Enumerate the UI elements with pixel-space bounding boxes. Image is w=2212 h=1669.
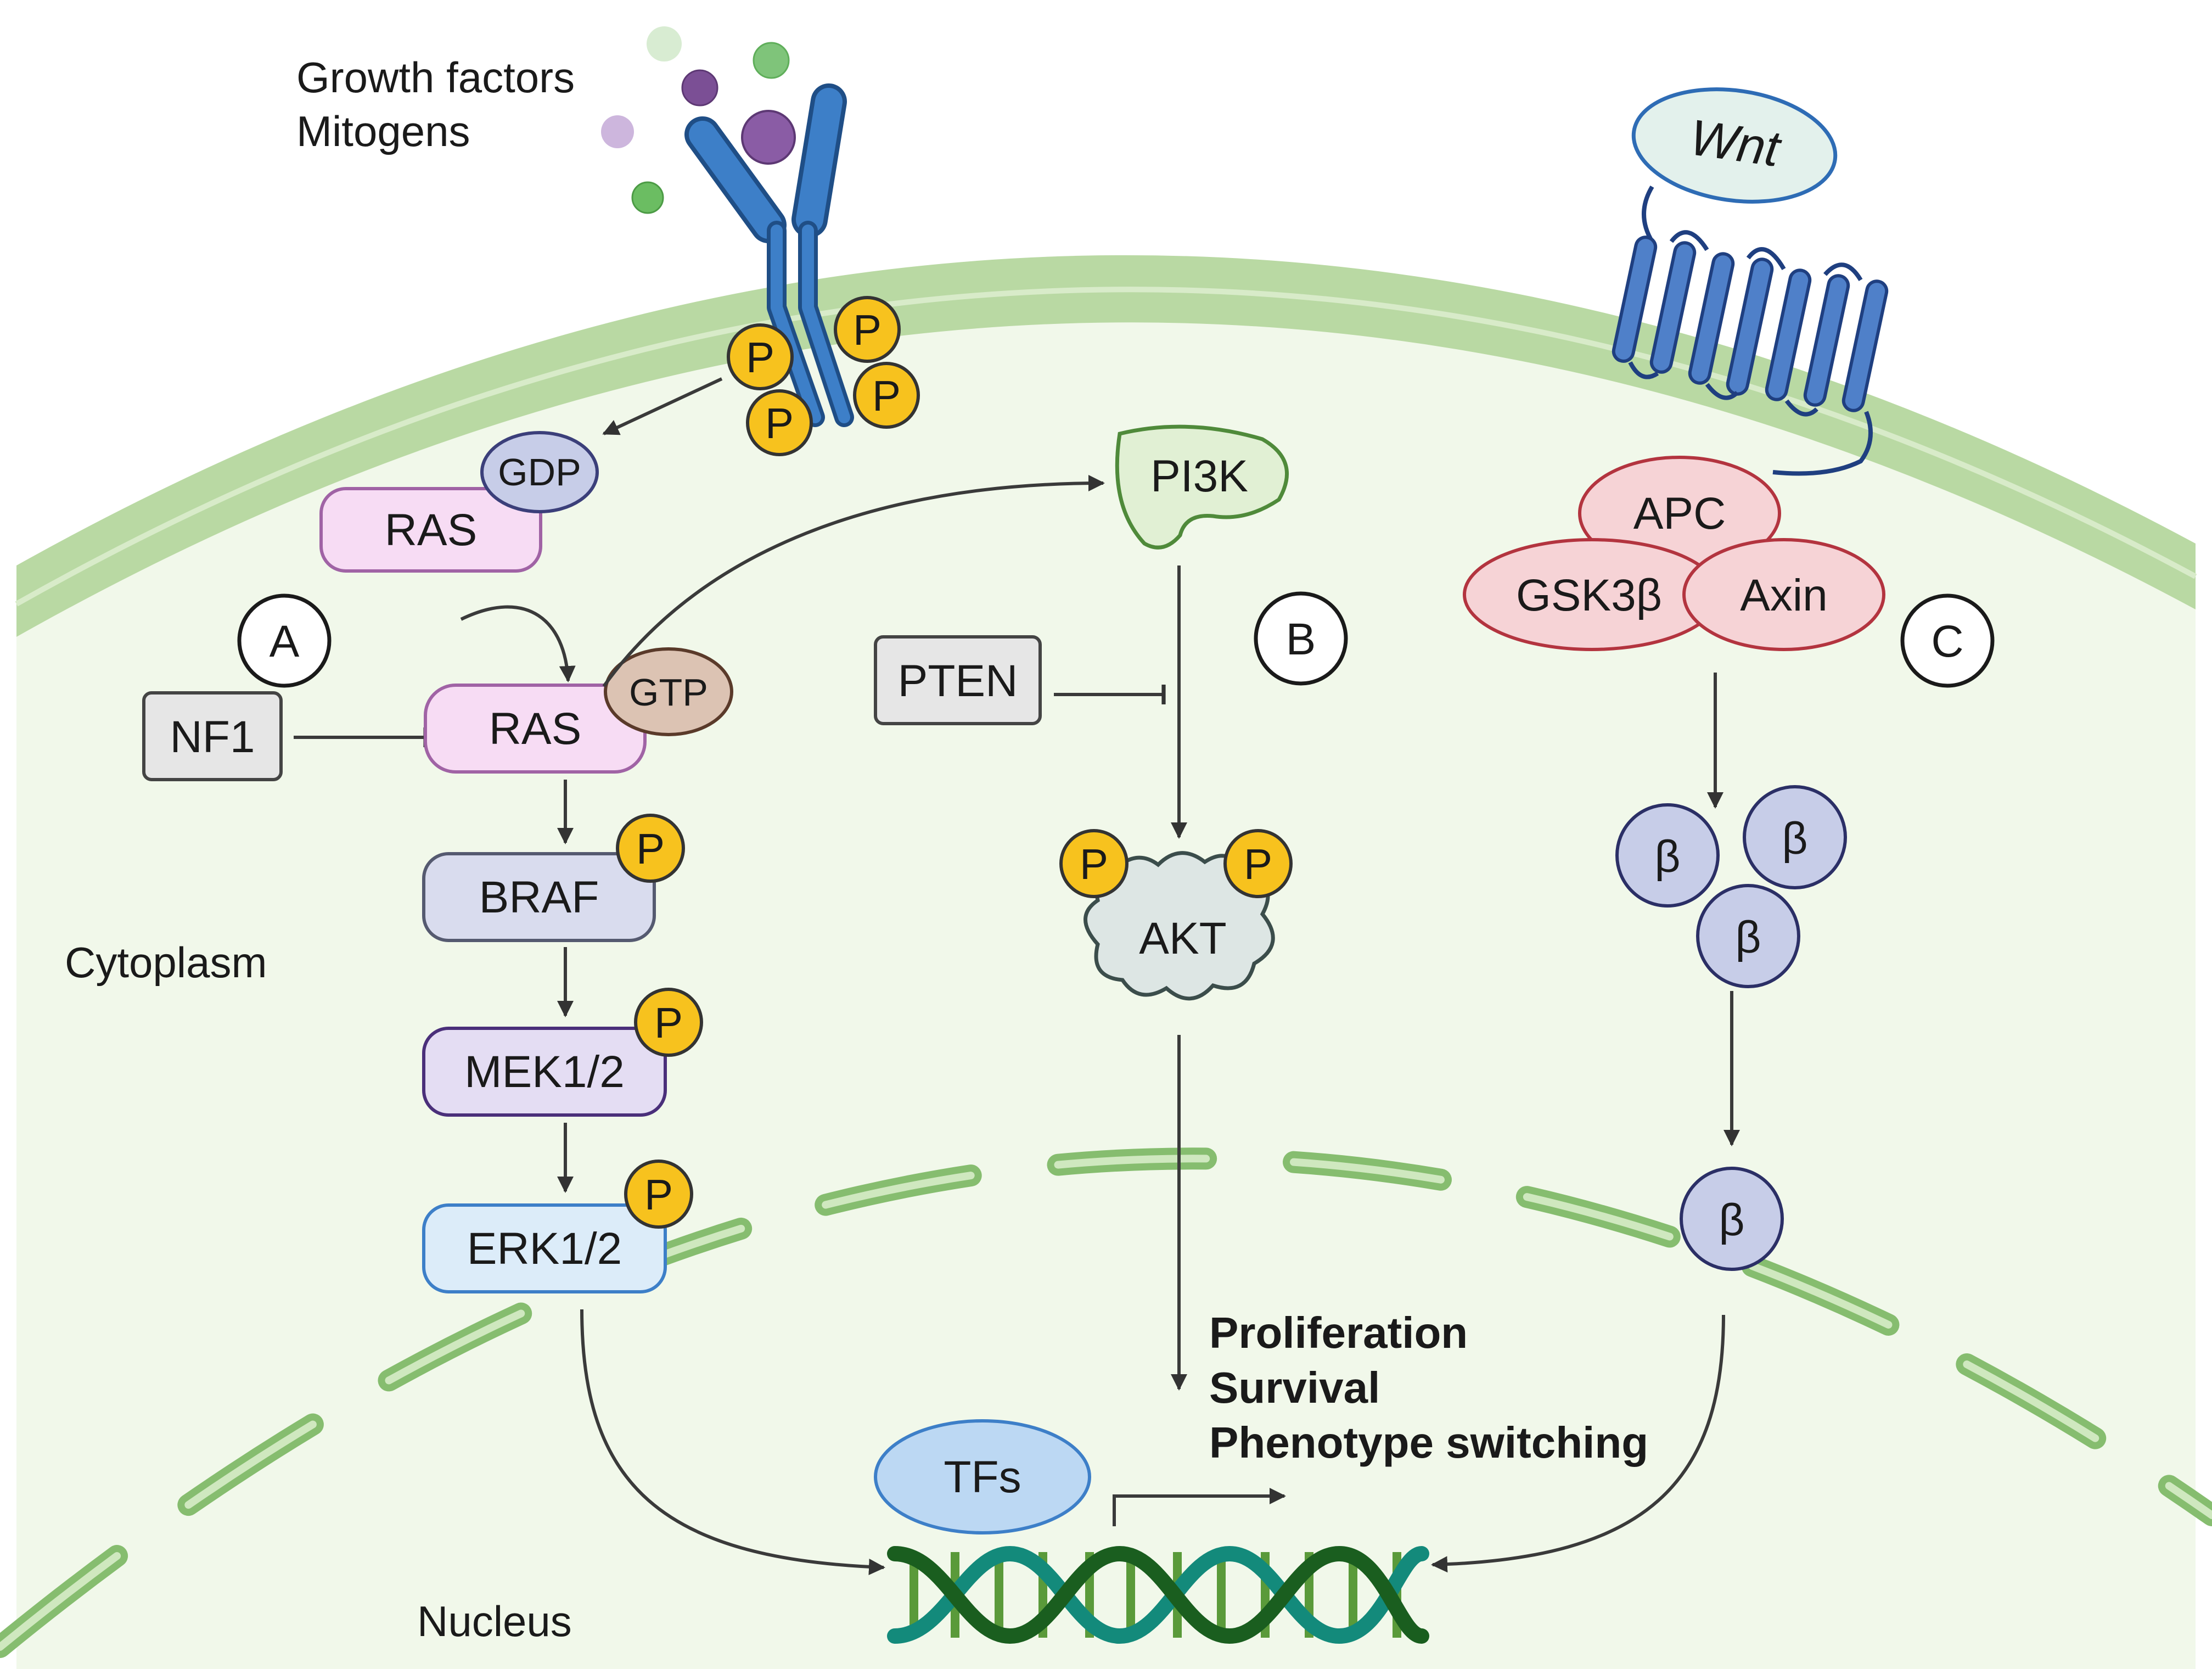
mek-phospho-label: P xyxy=(654,999,683,1047)
akt-phospho-right: P xyxy=(1223,829,1293,898)
erk-phospho: P xyxy=(624,1160,693,1229)
outcome-proliferation: Proliferation xyxy=(1209,1308,1468,1357)
pathway-c-letter: C xyxy=(1931,617,1963,667)
beta-catenin-3: β xyxy=(1696,884,1800,988)
edge-receptor-to-ras xyxy=(602,377,723,435)
pten-label: PTEN xyxy=(898,656,1018,706)
gtp-label: GTP xyxy=(629,671,708,714)
cytoplasm-area xyxy=(16,322,2196,1669)
beta-catenin-1: β xyxy=(1615,803,1720,908)
axin-label: Axin xyxy=(1740,570,1828,620)
nucleus-label: Nucleus xyxy=(417,1597,572,1645)
nf1-label: NF1 xyxy=(170,712,255,762)
mitogens-label: Mitogens xyxy=(296,107,470,155)
receptor-tyrosine-kinase xyxy=(684,83,854,427)
akt-label: AKT xyxy=(1139,914,1226,964)
ras-gdp-node: RAS xyxy=(319,487,542,573)
erk-phospho-label: P xyxy=(644,1170,673,1219)
nuclear-envelope-highlight xyxy=(0,1155,2212,1651)
gsk3b-label: GSK3β xyxy=(1516,570,1662,620)
tfs-label: TFs xyxy=(944,1452,1021,1502)
gdp-label: GDP xyxy=(498,451,581,494)
receptor-phospho-1: P xyxy=(727,323,794,390)
braf-label: BRAF xyxy=(479,872,599,922)
akt-phospho-left: P xyxy=(1059,829,1129,898)
edge-erk-to-dna xyxy=(580,1309,885,1575)
gdp-node: GDP xyxy=(480,431,599,513)
receptor-phospho-3-label: P xyxy=(872,372,901,420)
outcome-survival: Survival xyxy=(1209,1363,1380,1412)
braf-phospho: P xyxy=(616,814,685,883)
akt-node: AKT xyxy=(1083,851,1275,1001)
destruction-complex: APC GSK3β Axin xyxy=(1463,456,1885,651)
gtp-node: GTP xyxy=(604,647,733,736)
mek-phospho: P xyxy=(634,988,703,1057)
growth-factors-label: Growth factors xyxy=(296,53,575,102)
erk-label: ERK1/2 xyxy=(467,1224,622,1274)
ras-gtp-node: RAS xyxy=(424,684,647,774)
axin-node: Axin xyxy=(1682,538,1885,651)
beta-catenin-3-label: β xyxy=(1735,912,1761,962)
akt-phospho-left-label: P xyxy=(1080,840,1108,888)
erk-node: ERK1/2 xyxy=(422,1203,667,1293)
pathway-c-marker: C xyxy=(1900,593,1995,688)
braf-phospho-label: P xyxy=(636,825,665,873)
ras-gtp-label: RAS xyxy=(489,704,582,754)
frizzled-receptor xyxy=(1612,185,1889,476)
beta-catenin-nuclear-label: β xyxy=(1719,1195,1744,1245)
outcome-phenotype-switching: Phenotype switching xyxy=(1209,1418,1648,1467)
nf1-node: NF1 xyxy=(142,691,283,781)
receptor-phospho-4-label: P xyxy=(765,399,794,447)
membrane-inner-line xyxy=(15,287,2197,607)
pi3k-node: PI3K xyxy=(1115,424,1289,550)
wnt-label: Wnt xyxy=(1686,109,1785,177)
dna-double-helix xyxy=(887,1545,1429,1644)
pathway-b-letter: B xyxy=(1286,614,1316,664)
dna-strand-teal xyxy=(887,1545,1429,1644)
receptor-phospho-2-label: P xyxy=(853,306,882,354)
receptor-phospho-2: P xyxy=(834,296,901,363)
wnt-ligand: Wnt xyxy=(1631,87,1838,204)
pathway-b-marker: B xyxy=(1254,591,1348,686)
beta-catenin-1-label: β xyxy=(1654,832,1680,882)
receptor-phospho-3: P xyxy=(853,362,920,429)
pathway-a-letter: A xyxy=(270,617,300,667)
tfs-node: TFs xyxy=(874,1419,1091,1534)
transcription-start-arrow xyxy=(1113,1488,1286,1526)
edge-ras-to-pi3k xyxy=(602,475,1105,687)
edge-beta-to-dna xyxy=(1431,1314,1725,1573)
pathway-a-marker: A xyxy=(237,593,332,688)
beta-catenin-2: β xyxy=(1743,785,1847,889)
apc-label: APC xyxy=(1633,489,1726,539)
gsk3b-node: GSK3β xyxy=(1463,538,1721,651)
pi3k-label: PI3K xyxy=(1150,451,1248,501)
ligand-particles xyxy=(601,26,796,214)
ras-gdp-label: RAS xyxy=(385,505,478,555)
beta-catenin-nuclear: β xyxy=(1680,1167,1784,1271)
pten-node: PTEN xyxy=(874,635,1042,725)
beta-catenin-2-label: β xyxy=(1782,814,1807,864)
receptor-phospho-4: P xyxy=(746,389,813,456)
receptor-phospho-1-label: P xyxy=(746,333,774,382)
mek-label: MEK1/2 xyxy=(464,1047,625,1097)
dna-strand-dark xyxy=(887,1545,1429,1644)
akt-phospho-right-label: P xyxy=(1244,840,1272,888)
mek-node: MEK1/2 xyxy=(422,1027,667,1117)
cytoplasm-label: Cytoplasm xyxy=(65,938,267,987)
edge-ras-activation xyxy=(460,605,576,682)
braf-node: BRAF xyxy=(422,852,656,942)
